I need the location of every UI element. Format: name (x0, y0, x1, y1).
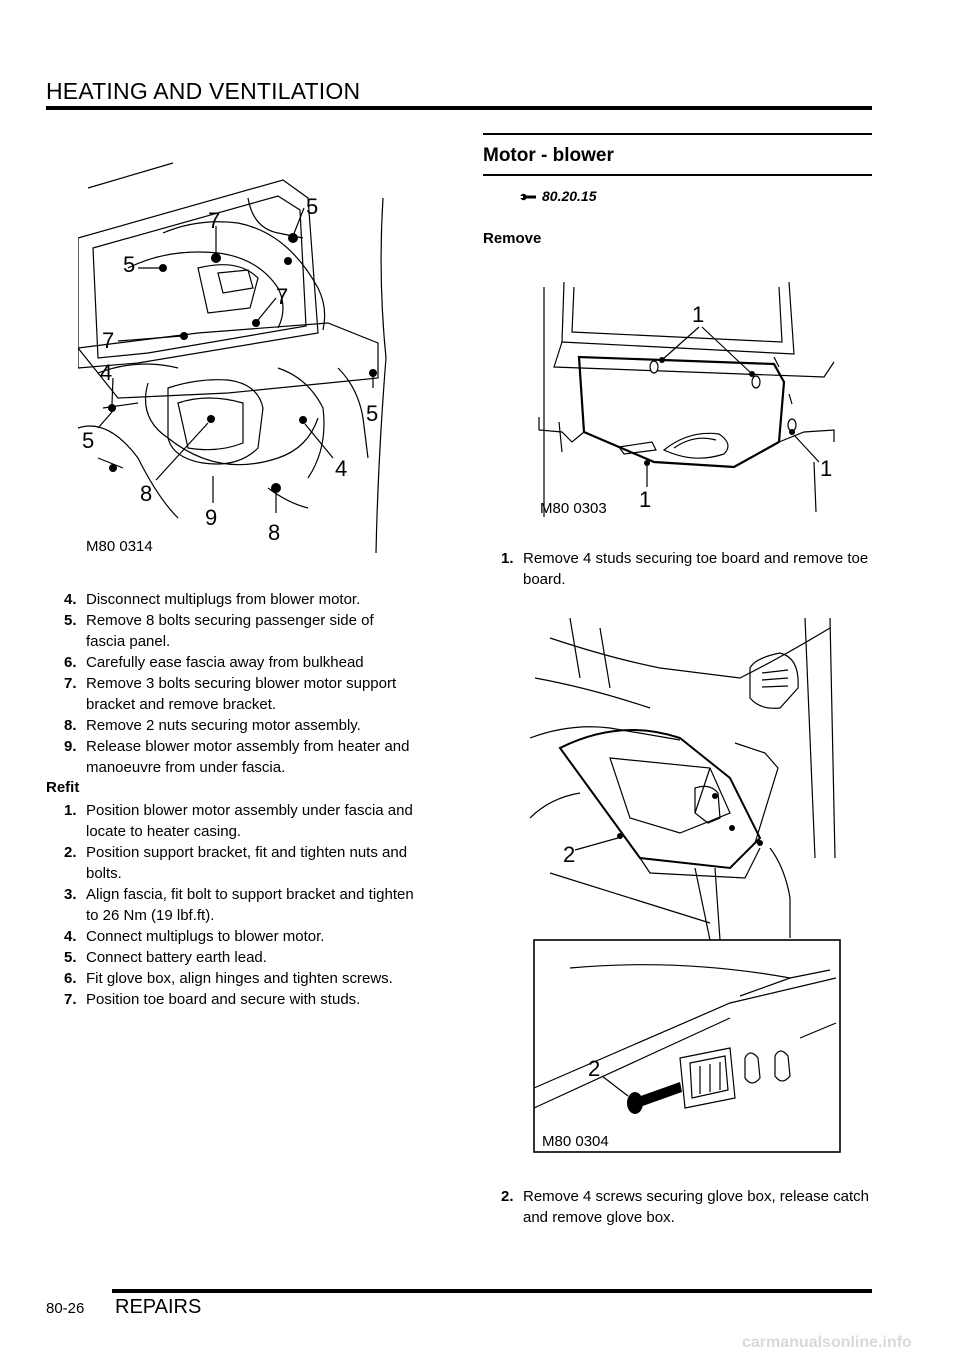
step-text: Remove 4 screws securing glove box, rele… (523, 1188, 869, 1226)
step-number: 6. (64, 654, 77, 671)
step-item: 5. Connect battery earth lead. (64, 947, 414, 968)
figure-m80-0303: 1 1 1 M80 0303 (538, 282, 835, 517)
step-number: 1. (501, 550, 514, 567)
figure-m80-0314-callout: 4 (335, 456, 347, 481)
figure-m80-0314-callout: 5 (306, 194, 318, 219)
step-text: Connect battery earth lead. (86, 949, 267, 966)
sro-code: 80.20.15 (542, 188, 597, 204)
step-text: Remove 2 nuts securing motor assembly. (86, 717, 361, 734)
step-text: Position blower motor assembly under fas… (86, 802, 413, 840)
step-item: 6. Fit glove box, align hinges and tight… (64, 968, 414, 989)
figure-m80-0314-callout: 5 (82, 428, 94, 453)
step-text: Remove 4 studs securing toe board and re… (523, 550, 869, 588)
step-text: Release blower motor assembly from heate… (86, 738, 410, 776)
section-top-rule (483, 133, 872, 135)
step-text: Fit glove box, align hinges and tighten … (86, 970, 393, 987)
remove-heading: Remove (483, 230, 542, 247)
step-number: 6. (64, 970, 77, 987)
figure-m80-0314-callout: 4 (100, 360, 112, 385)
step-number: 7. (64, 991, 77, 1008)
step-number: 2. (64, 844, 77, 861)
figure-m80-0303-callout: 1 (639, 487, 651, 512)
step-item: 4. Disconnect multiplugs from blower mot… (64, 589, 414, 610)
figure-m80-0314-callout: 7 (208, 208, 220, 233)
figure-m80-0314: 5 7 5 7 7 4 5 5 4 8 9 8 M80 0314 (78, 162, 387, 555)
figure-m80-0304-callout: 2 (588, 1056, 600, 1081)
figure-id-m80-0303: M80 0303 (540, 500, 607, 517)
footer-rule (112, 1289, 872, 1293)
figure-m80-0314-callout: 8 (268, 520, 280, 545)
section-bottom-rule (483, 174, 872, 176)
figure-m80-0314-callout: 8 (140, 481, 152, 506)
footer-page-number: 80-26 (46, 1300, 85, 1317)
figure-m80-0303-callout: 1 (692, 302, 704, 327)
step-item: 6. Carefully ease fascia away from bulkh… (64, 652, 414, 673)
figure-m80-0314-callout: 5 (366, 401, 378, 426)
remove-step-2: 2. Remove 4 screws securing glove box, r… (501, 1186, 871, 1228)
step-item: 2. Position support bracket, fit and tig… (64, 842, 414, 884)
step-item: 5. Remove 8 bolts securing passenger sid… (64, 610, 414, 652)
step-text: Remove 3 bolts securing blower motor sup… (86, 675, 397, 713)
refit-steps: 1. Position blower motor assembly under … (64, 800, 414, 1010)
section-title: Motor - blower (483, 145, 614, 166)
step-item: 7. Position toe board and secure with st… (64, 989, 414, 1010)
figure-m80-0314-callout: 5 (123, 252, 135, 277)
refit-heading: Refit (46, 779, 80, 796)
step-text: Remove 8 bolts securing passenger side o… (86, 612, 374, 650)
step-number: 9. (64, 738, 77, 755)
step-number: 4. (64, 591, 77, 608)
header-rule (46, 106, 872, 110)
step-text: Align fascia, fit bolt to support bracke… (86, 886, 414, 924)
step-item: 4. Connect multiplugs to blower motor. (64, 926, 414, 947)
figure-id-m80-0314: M80 0314 (86, 538, 153, 555)
figure-m80-0303-callout: 1 (820, 456, 832, 481)
step-text: Connect multiplugs to blower motor. (86, 928, 325, 945)
footer-section: REPAIRS (115, 1296, 202, 1318)
step-text: Position toe board and secure with studs… (86, 991, 361, 1008)
step-text: Carefully ease fascia away from bulkhead (86, 654, 364, 671)
figure-m80-0304: 2 2 M80 0304 (530, 618, 841, 1153)
step-number: 3. (64, 886, 77, 903)
removal-steps-continued: 4. Disconnect multiplugs from blower mot… (64, 589, 414, 778)
figure-m80-0314-callout: 7 (276, 284, 288, 309)
step-item: 1. Position blower motor assembly under … (64, 800, 414, 842)
figure-m80-0314-callout: 9 (205, 505, 217, 530)
step-item: 9. Release blower motor assembly from he… (64, 736, 414, 778)
step-text: Disconnect multiplugs from blower motor. (86, 591, 361, 608)
step-item: 3. Align fascia, fit bolt to support bra… (64, 884, 414, 926)
step-number: 5. (64, 949, 77, 966)
remove-step-1: 1. Remove 4 studs securing toe board and… (501, 548, 871, 590)
watermark: carmanualsonline.info (742, 1334, 912, 1351)
wrench-icon (520, 193, 536, 201)
step-text: Position support bracket, fit and tighte… (86, 844, 408, 882)
step-item: 7. Remove 3 bolts securing blower motor … (64, 673, 414, 715)
step-item: 8. Remove 2 nuts securing motor assembly… (64, 715, 414, 736)
step-number: 7. (64, 675, 77, 692)
step-number: 5. (64, 612, 77, 629)
page-header-title: HEATING AND VENTILATION (46, 78, 361, 104)
step-number: 4. (64, 928, 77, 945)
step-number: 2. (501, 1188, 514, 1205)
figure-m80-0304-callout: 2 (563, 842, 575, 867)
step-number: 8. (64, 717, 77, 734)
step-number: 1. (64, 802, 77, 819)
figure-id-m80-0304: M80 0304 (542, 1133, 609, 1150)
figure-m80-0314-callout: 7 (102, 328, 114, 353)
